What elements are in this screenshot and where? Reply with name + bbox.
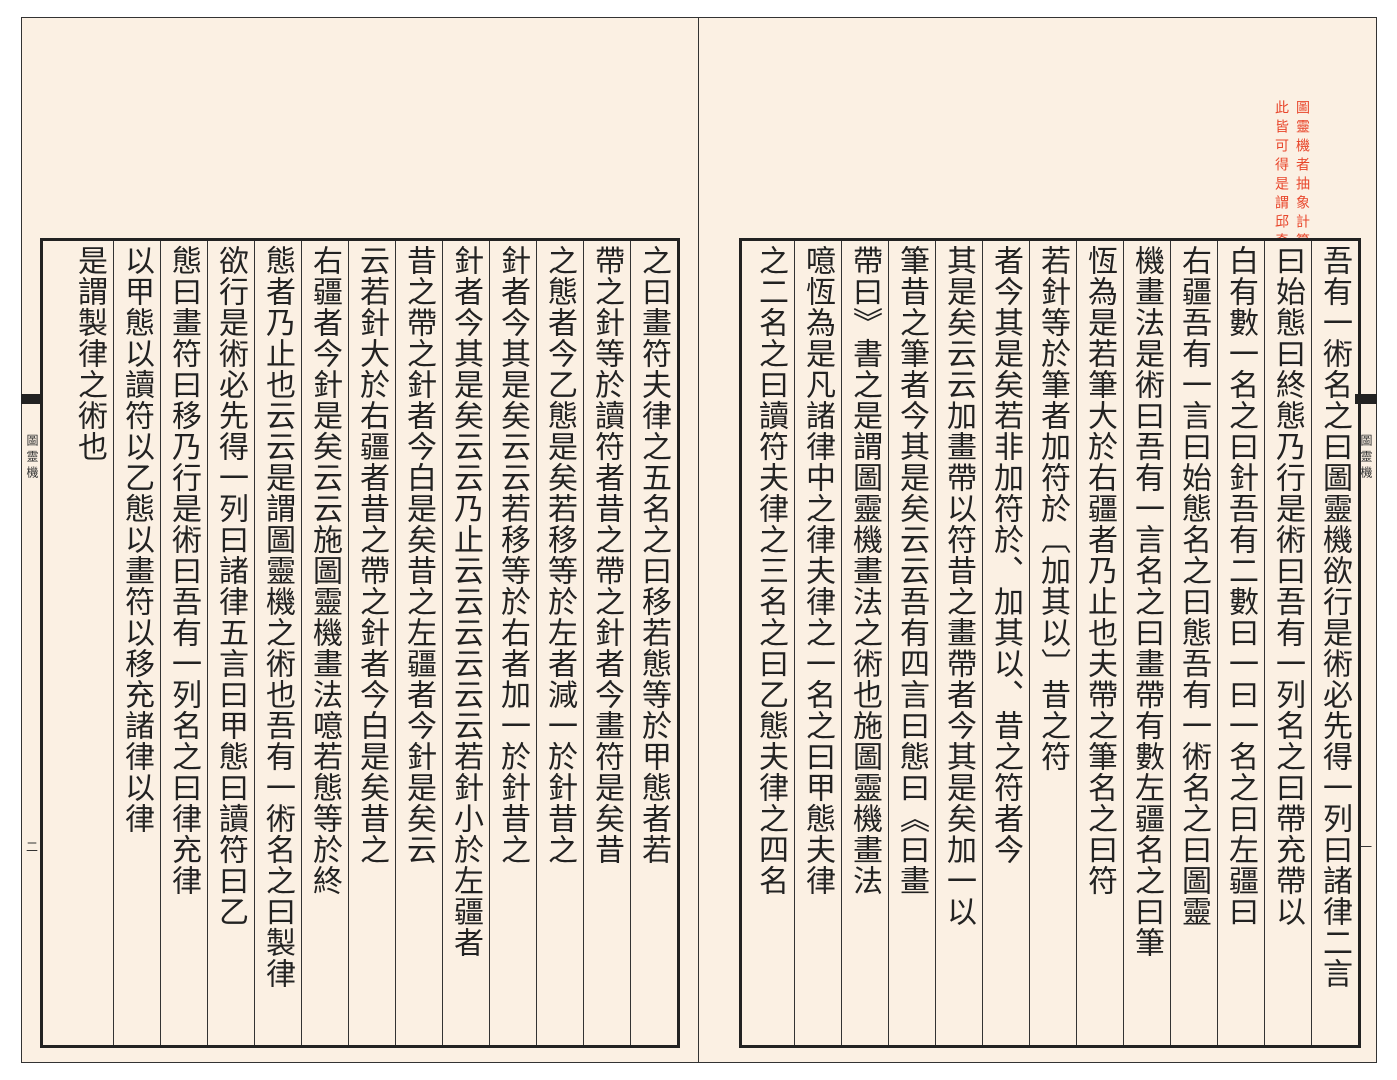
left-columns: 之曰畫符夫律之五名之曰移若態等於甲態者若帶之針等於讀符者昔之帶之針者今畫符是矣昔… bbox=[43, 241, 677, 1045]
left-column-1: 之曰畫符夫律之五名之曰移若態等於甲態者若 bbox=[630, 241, 677, 1045]
left-page-number: 二 bbox=[26, 840, 39, 854]
right-column-11: 帶曰》書之是謂圖靈機畫法之術也施圖靈機畫法 bbox=[841, 241, 888, 1045]
left-column-8: 右疆者今針是矣云云施圖靈機畫法噫若態等於終 bbox=[301, 241, 348, 1045]
left-page: 之曰畫符夫律之五名之曰移若態等於甲態者若帶之針等於讀符者昔之帶之針者今畫符是矣昔… bbox=[21, 17, 699, 1063]
left-column-9: 態者乃止也云云是謂圖靈機之術也吾有一術名之曰製律 bbox=[254, 241, 301, 1045]
right-columns: 吾有一術名之曰圖靈機欲行是術必先得一列曰諸律二言曰始態曰終態乃行是術曰吾有一列名… bbox=[742, 241, 1358, 1045]
left-column-11: 態曰畫符曰移乃行是術曰吾有一列名之曰律充律 bbox=[160, 241, 207, 1045]
right-column-5: 機畫法是術曰吾有一言名之曰畫帶有數左疆名之曰筆 bbox=[1123, 241, 1170, 1045]
right-column-13: 之二名之曰讀符夫律之三名之曰乙態夫律之四名 bbox=[753, 245, 788, 896]
right-column-2: 曰始態曰終態乃行是術曰吾有一列名之曰帶充帶以 bbox=[1264, 241, 1311, 1045]
right-column-10: 筆昔之筆者今其是矣云云吾有四言曰態曰《曰畫 bbox=[888, 241, 935, 1045]
left-column-6: 昔之帶之針者今白是矣昔之左疆者今針是矣云 bbox=[395, 241, 442, 1045]
right-column-1: 吾有一術名之曰圖靈機欲行是術必先得一列曰諸律二言 bbox=[1311, 241, 1358, 1045]
left-text-frame: 之曰畫符夫律之五名之曰移若態等於甲態者若帶之針等於讀符者昔之帶之針者今畫符是矣昔… bbox=[40, 238, 680, 1048]
right-page-number: 一 bbox=[1359, 840, 1372, 854]
right-column-12: 噫恆為是凡諸律中之律夫律之一名之曰甲態夫律 bbox=[794, 241, 841, 1045]
spine-title-right: 圖靈機 bbox=[1359, 434, 1373, 482]
left-column-2: 帶之針等於讀符者昔之帶之針者今畫符是矣昔 bbox=[583, 241, 630, 1045]
left-column-4: 針者今其是矣云云若移等於右者加一於針昔之 bbox=[489, 241, 536, 1045]
left-column-10: 欲行是術必先得一列曰諸律五言曰甲態曰讀符曰乙 bbox=[207, 241, 254, 1045]
left-column-5: 針者今其是矣云云乃止云云云云云云若針小於左疆者 bbox=[442, 241, 489, 1045]
spine-tab-left bbox=[21, 394, 43, 404]
right-column-8: 者今其是矣若非加符於、加其以、昔之符者今 bbox=[982, 241, 1029, 1045]
right-column-9: 其是矣云云加畫帶以符昔之畫帶者今其是矣加一以 bbox=[935, 241, 982, 1045]
right-text-frame: 吾有一術名之曰圖靈機欲行是術必先得一列曰諸律二言曰始態曰終態乃行是術曰吾有一列名… bbox=[739, 238, 1361, 1048]
right-column-7: 若針等於筆者加符於〔加其以〕昔之符 bbox=[1029, 241, 1076, 1045]
left-column-3: 之態者今乙態是矣若移等於左者減一於針昔之 bbox=[536, 241, 583, 1045]
spine-tab-right bbox=[1355, 394, 1377, 404]
right-column-3: 白有數一名之曰針吾有二數曰一曰一名之曰左疆曰 bbox=[1217, 241, 1264, 1045]
left-column-13: 是謂製律之術也 bbox=[72, 245, 107, 462]
left-column-12: 以甲態以讀符以乙態以畫符以移充諸律以律 bbox=[113, 241, 160, 1045]
right-column-6: 恆為是若筆大於右疆者乃止也夫帶之筆名之曰符 bbox=[1076, 241, 1123, 1045]
right-page: 圖靈機者抽象計算機之模型也乃西人艾倫圖靈提出通用圖靈機者模擬任意圖靈機之圖靈機也… bbox=[698, 17, 1377, 1063]
left-column-7: 云若針大於右疆者昔之帶之針者今白是矣昔之 bbox=[348, 241, 395, 1045]
right-column-4: 右疆吾有一言曰始態名之曰態吾有一術名之曰圖靈 bbox=[1170, 241, 1217, 1045]
spine-title-left: 圖靈機 bbox=[25, 434, 39, 482]
